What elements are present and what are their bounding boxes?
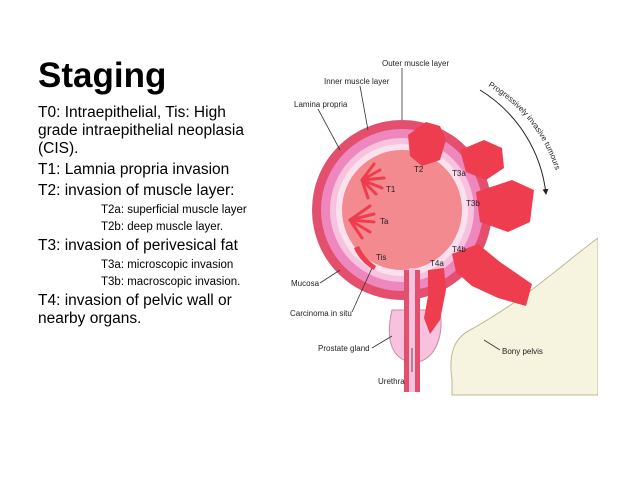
stage-label-ta: Ta <box>380 217 389 226</box>
stage-label-t3a: T3a <box>452 169 466 178</box>
bullet-t3b: T3b: macroscopic invasion. <box>101 276 241 288</box>
lamina-propria-label: Lamina propria <box>294 100 348 109</box>
progression-arrow <box>479 89 549 195</box>
tumour-t2 <box>408 122 446 166</box>
bullet-t0: T0: Intraepithelial, Tis: High grade int… <box>38 104 244 157</box>
stage-label-t3b: T3b <box>466 199 480 208</box>
bladder-diagram: T2 T3a T1 T3b Ta T4b Tis T4a Progressive… <box>290 59 598 396</box>
tumour-t3a <box>460 140 504 180</box>
bullet-t3: T3: invasion of perivesical fat <box>38 237 238 254</box>
bullet-t3a: T3a: microscopic invasion <box>101 259 234 271</box>
staging-list: T0: Intraepithelial, Tis: High grade int… <box>38 104 253 331</box>
stage-label-t2: T2 <box>414 165 424 174</box>
stage-label-t1: T1 <box>386 185 396 194</box>
tumour-ta-papillary <box>348 204 376 240</box>
tumour-t1-papillary <box>360 162 386 200</box>
bullet-t2: T2: invasion of muscle layer: <box>38 182 235 199</box>
bony-pelvis <box>450 237 598 396</box>
prostate-label: Prostate gland <box>318 344 370 353</box>
mucosa-label: Mucosa <box>291 279 320 288</box>
inner-muscle-label: Inner muscle layer <box>324 77 390 86</box>
outer-muscle-label: Outer muscle layer <box>382 59 449 68</box>
bullet-t4: T4: invasion of pelvic wall or nearby or… <box>38 292 232 327</box>
stage-label-t4a: T4a <box>430 259 444 268</box>
leader-lines <box>317 68 501 372</box>
tumour-t3b <box>476 180 534 232</box>
tumour-t4a <box>424 268 446 334</box>
bullet-t2b: T2b: deep muscle layer. <box>101 221 224 233</box>
bony-pelvis-label: Bony pelvis <box>502 347 543 356</box>
urethra-lumen <box>409 268 415 392</box>
stage-label-tis: Tis <box>376 253 386 262</box>
tumour-t4b <box>452 244 532 306</box>
urethra-label: Urethra <box>378 377 405 386</box>
carcinoma-label: Carcinoma in situ <box>290 309 352 318</box>
slide-title: Staging <box>38 56 167 95</box>
stage-label-t4b: T4b <box>452 245 466 254</box>
tumour-tis <box>354 246 376 270</box>
bullet-t1: T1: Lamnia propria invasion <box>38 161 230 178</box>
bullet-t2a: T2a: superficial muscle layer <box>101 204 247 216</box>
